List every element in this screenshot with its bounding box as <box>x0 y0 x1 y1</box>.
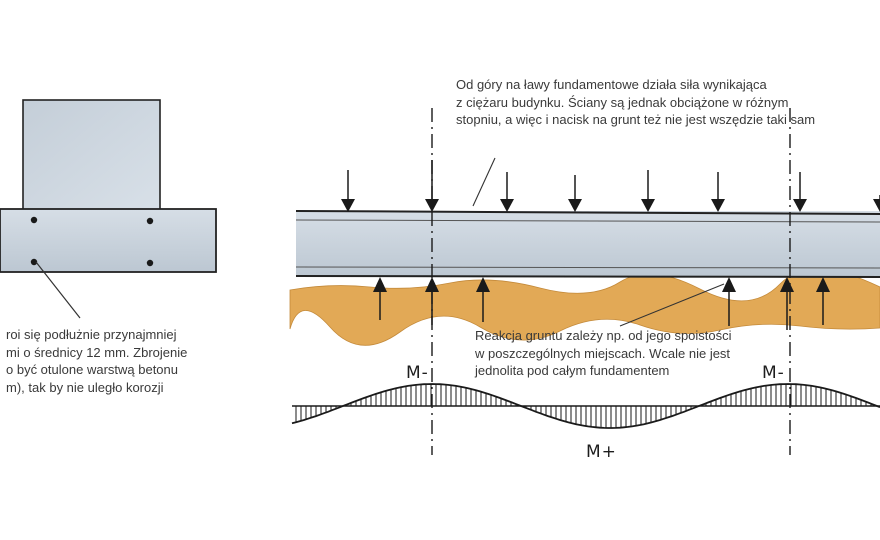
foundation-beam <box>295 210 880 278</box>
load-arrows <box>341 160 880 212</box>
moment-positive-label: M+ <box>586 442 617 462</box>
moment-negative-label: M- <box>762 363 785 383</box>
beam-top-inner <box>295 219 880 223</box>
up-arrow-icon <box>780 277 794 330</box>
moment-hatching <box>295 384 877 428</box>
moment-negative-label: M- <box>406 363 429 383</box>
moment-diagram <box>291 383 880 429</box>
up-arrow-icon <box>816 277 830 325</box>
soil-note-leader <box>619 283 725 327</box>
top-note-leader <box>472 157 496 207</box>
down-arrow-icon <box>341 170 355 212</box>
down-arrow-icon <box>873 195 880 212</box>
down-arrow-icon <box>711 172 725 212</box>
rebar-dot <box>30 216 38 224</box>
down-arrow-icon <box>641 170 655 212</box>
reaction-arrows <box>373 277 830 330</box>
down-arrow-icon <box>568 175 582 212</box>
beam-bottom-edge <box>295 275 880 278</box>
up-arrow-icon <box>722 277 736 326</box>
soil-reaction-note: Reakcja gruntu zależy np. od jego spoist… <box>475 328 732 378</box>
up-arrow-icon <box>476 277 490 322</box>
up-arrow-icon <box>425 277 439 325</box>
footing-cross-section <box>0 99 217 319</box>
wall-block <box>22 99 161 211</box>
beam-bottom-inner <box>295 266 880 269</box>
rebar-dot <box>30 258 38 266</box>
reinforcement-note: roi się podłużnie przynajmniej mi o śred… <box>6 327 188 395</box>
rebar-dot <box>146 259 154 267</box>
rebar-dot <box>146 217 154 225</box>
down-arrow-icon <box>425 160 439 212</box>
beam-top-edge <box>295 210 880 215</box>
down-arrow-icon <box>500 172 514 212</box>
down-arrow-icon <box>793 172 807 212</box>
leader-line <box>35 261 81 319</box>
up-arrow-icon <box>373 277 387 320</box>
moment-curve <box>291 383 880 429</box>
soil-layer <box>289 268 880 346</box>
top-load-note: Od góry na ławy fundamentowe działa siła… <box>456 77 816 127</box>
